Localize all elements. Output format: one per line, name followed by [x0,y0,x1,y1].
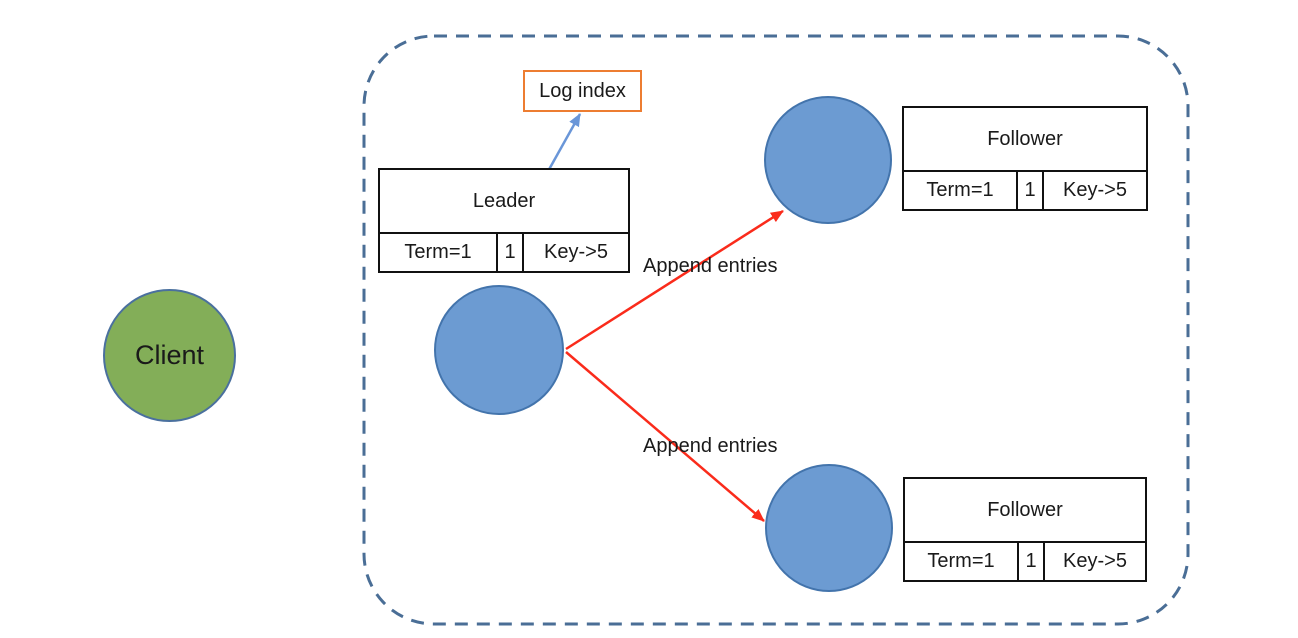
leader-term-cell: Term=1 [404,241,472,263]
client-label: Client [134,340,205,370]
leader-table: Leader Term=1 1 Key->5 [378,168,630,273]
follower-bottom-logindex-cell: 1 [1017,543,1045,580]
follower-bottom-table: Follower Term=1 1 Key->5 [903,477,1147,582]
follower-bottom-table-row: Term=1 1 Key->5 [905,543,1145,580]
leader-keyvalue-cell: Key->5 [544,241,608,263]
follower-bottom-keyvalue-cell: Key->5 [1063,550,1127,572]
cluster-boundary [362,34,1190,626]
leader-logindex-cell: 1 [496,234,524,271]
follower-node-top [764,96,892,224]
append-entries-arrow-top [565,209,784,351]
log-index-label: Log index [539,79,626,102]
log-index-box: Log index [523,70,642,112]
follower-top-table-row: Term=1 1 Key->5 [904,172,1146,209]
follower-top-logindex-cell: 1 [1016,172,1044,209]
follower-top-table: Follower Term=1 1 Key->5 [902,106,1148,211]
leader-node [434,285,564,415]
follower-top-term-cell: Term=1 [926,179,994,201]
follower-top-keyvalue-cell: Key->5 [1063,179,1127,201]
append-entries-label-bottom: Append entries [643,435,778,457]
append-entries-label-top: Append entries [643,255,778,277]
follower-bottom-term-cell: Term=1 [927,550,995,572]
follower-node-bottom [765,464,893,592]
leader-table-title: Leader [380,170,628,234]
follower-top-table-title: Follower [904,108,1146,172]
follower-bottom-table-title: Follower [905,479,1145,543]
leader-table-row: Term=1 1 Key->5 [380,234,628,271]
append-entries-arrow-bottom [565,351,765,522]
client-node: Client [103,289,236,422]
